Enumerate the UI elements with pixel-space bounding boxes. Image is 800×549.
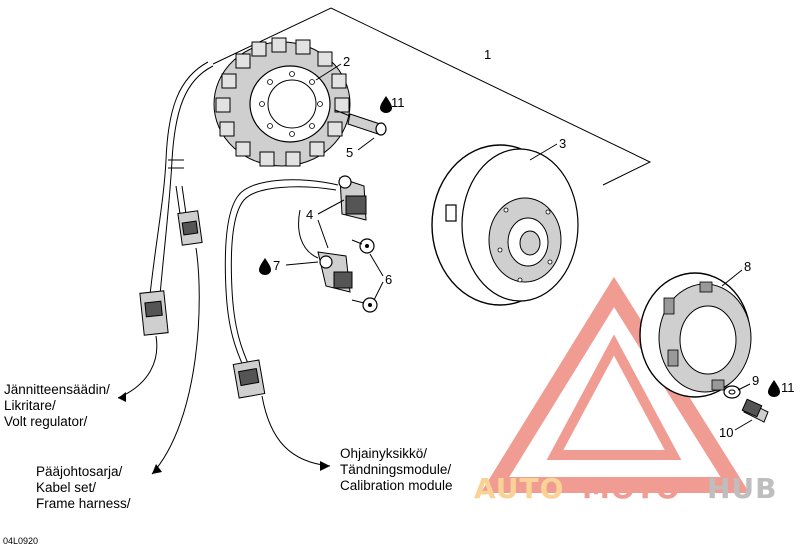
label-leaders xyxy=(117,247,331,475)
stator-wiring xyxy=(139,61,214,336)
callout-9: 9 xyxy=(752,373,759,388)
oil-drop-icon xyxy=(380,96,392,113)
stator xyxy=(213,37,351,167)
washer-and-bolt xyxy=(723,385,769,423)
svg-text:Likritare/: Likritare/ xyxy=(4,398,56,413)
trigger-screws xyxy=(351,238,378,313)
oil-drop-icon xyxy=(768,380,780,397)
svg-text:AUTO: AUTO xyxy=(474,472,564,505)
callout-4: 4 xyxy=(306,207,313,222)
callout-10: 10 xyxy=(719,425,733,440)
callout-7: 7 xyxy=(273,258,280,273)
svg-text:Volt regulator/: Volt regulator/ xyxy=(4,414,88,429)
svg-text:Tändningsmodule/: Tändningsmodule/ xyxy=(340,462,451,477)
svg-text:Ohjainyksikkö/: Ohjainyksikkö/ xyxy=(340,446,427,461)
svg-text:Jännitteensäädin/: Jännitteensäädin/ xyxy=(4,382,110,397)
label-voltage-regulator: Jännitteensäädin/ Likritare/ Volt regula… xyxy=(4,382,110,429)
flywheel xyxy=(431,144,579,306)
callout-11-stator-screw: 11 xyxy=(391,95,405,110)
callout-6: 6 xyxy=(385,272,392,287)
label-calibration-module: Ohjainyksikkö/ Tändningsmodule/ Calibrat… xyxy=(340,446,453,493)
callout-3: 3 xyxy=(559,136,566,151)
stator-screw xyxy=(334,109,387,136)
trigger-coil xyxy=(317,175,367,293)
assembly-bracket-1 xyxy=(212,7,652,186)
svg-text:Calibration module: Calibration module xyxy=(340,478,453,493)
callout-5: 5 xyxy=(346,145,353,160)
svg-text:Frame harness/: Frame harness/ xyxy=(36,496,131,511)
callout-1: 1 xyxy=(484,47,491,62)
oil-drop-icon xyxy=(259,258,271,275)
svg-text:Kabel set/: Kabel set/ xyxy=(36,480,96,495)
svg-text:Pääjohtosarja/: Pääjohtosarja/ xyxy=(36,464,123,479)
svg-text:MOTO: MOTO xyxy=(582,472,681,505)
callout-8: 8 xyxy=(744,259,751,274)
callout-2: 2 xyxy=(343,54,350,69)
label-frame-harness: Pääjohtosarja/ Kabel set/ Frame harness/ xyxy=(36,464,131,511)
drawing-code: 04L0920 xyxy=(3,536,38,546)
callouts: 1 2 3 4 5 6 7 8 9 10 11 11 xyxy=(273,47,795,440)
callout-11-bolt: 11 xyxy=(781,380,795,395)
svg-text:HUB: HUB xyxy=(707,472,778,505)
starter-gear-plate xyxy=(639,272,752,398)
trigger-wiring xyxy=(224,179,339,399)
